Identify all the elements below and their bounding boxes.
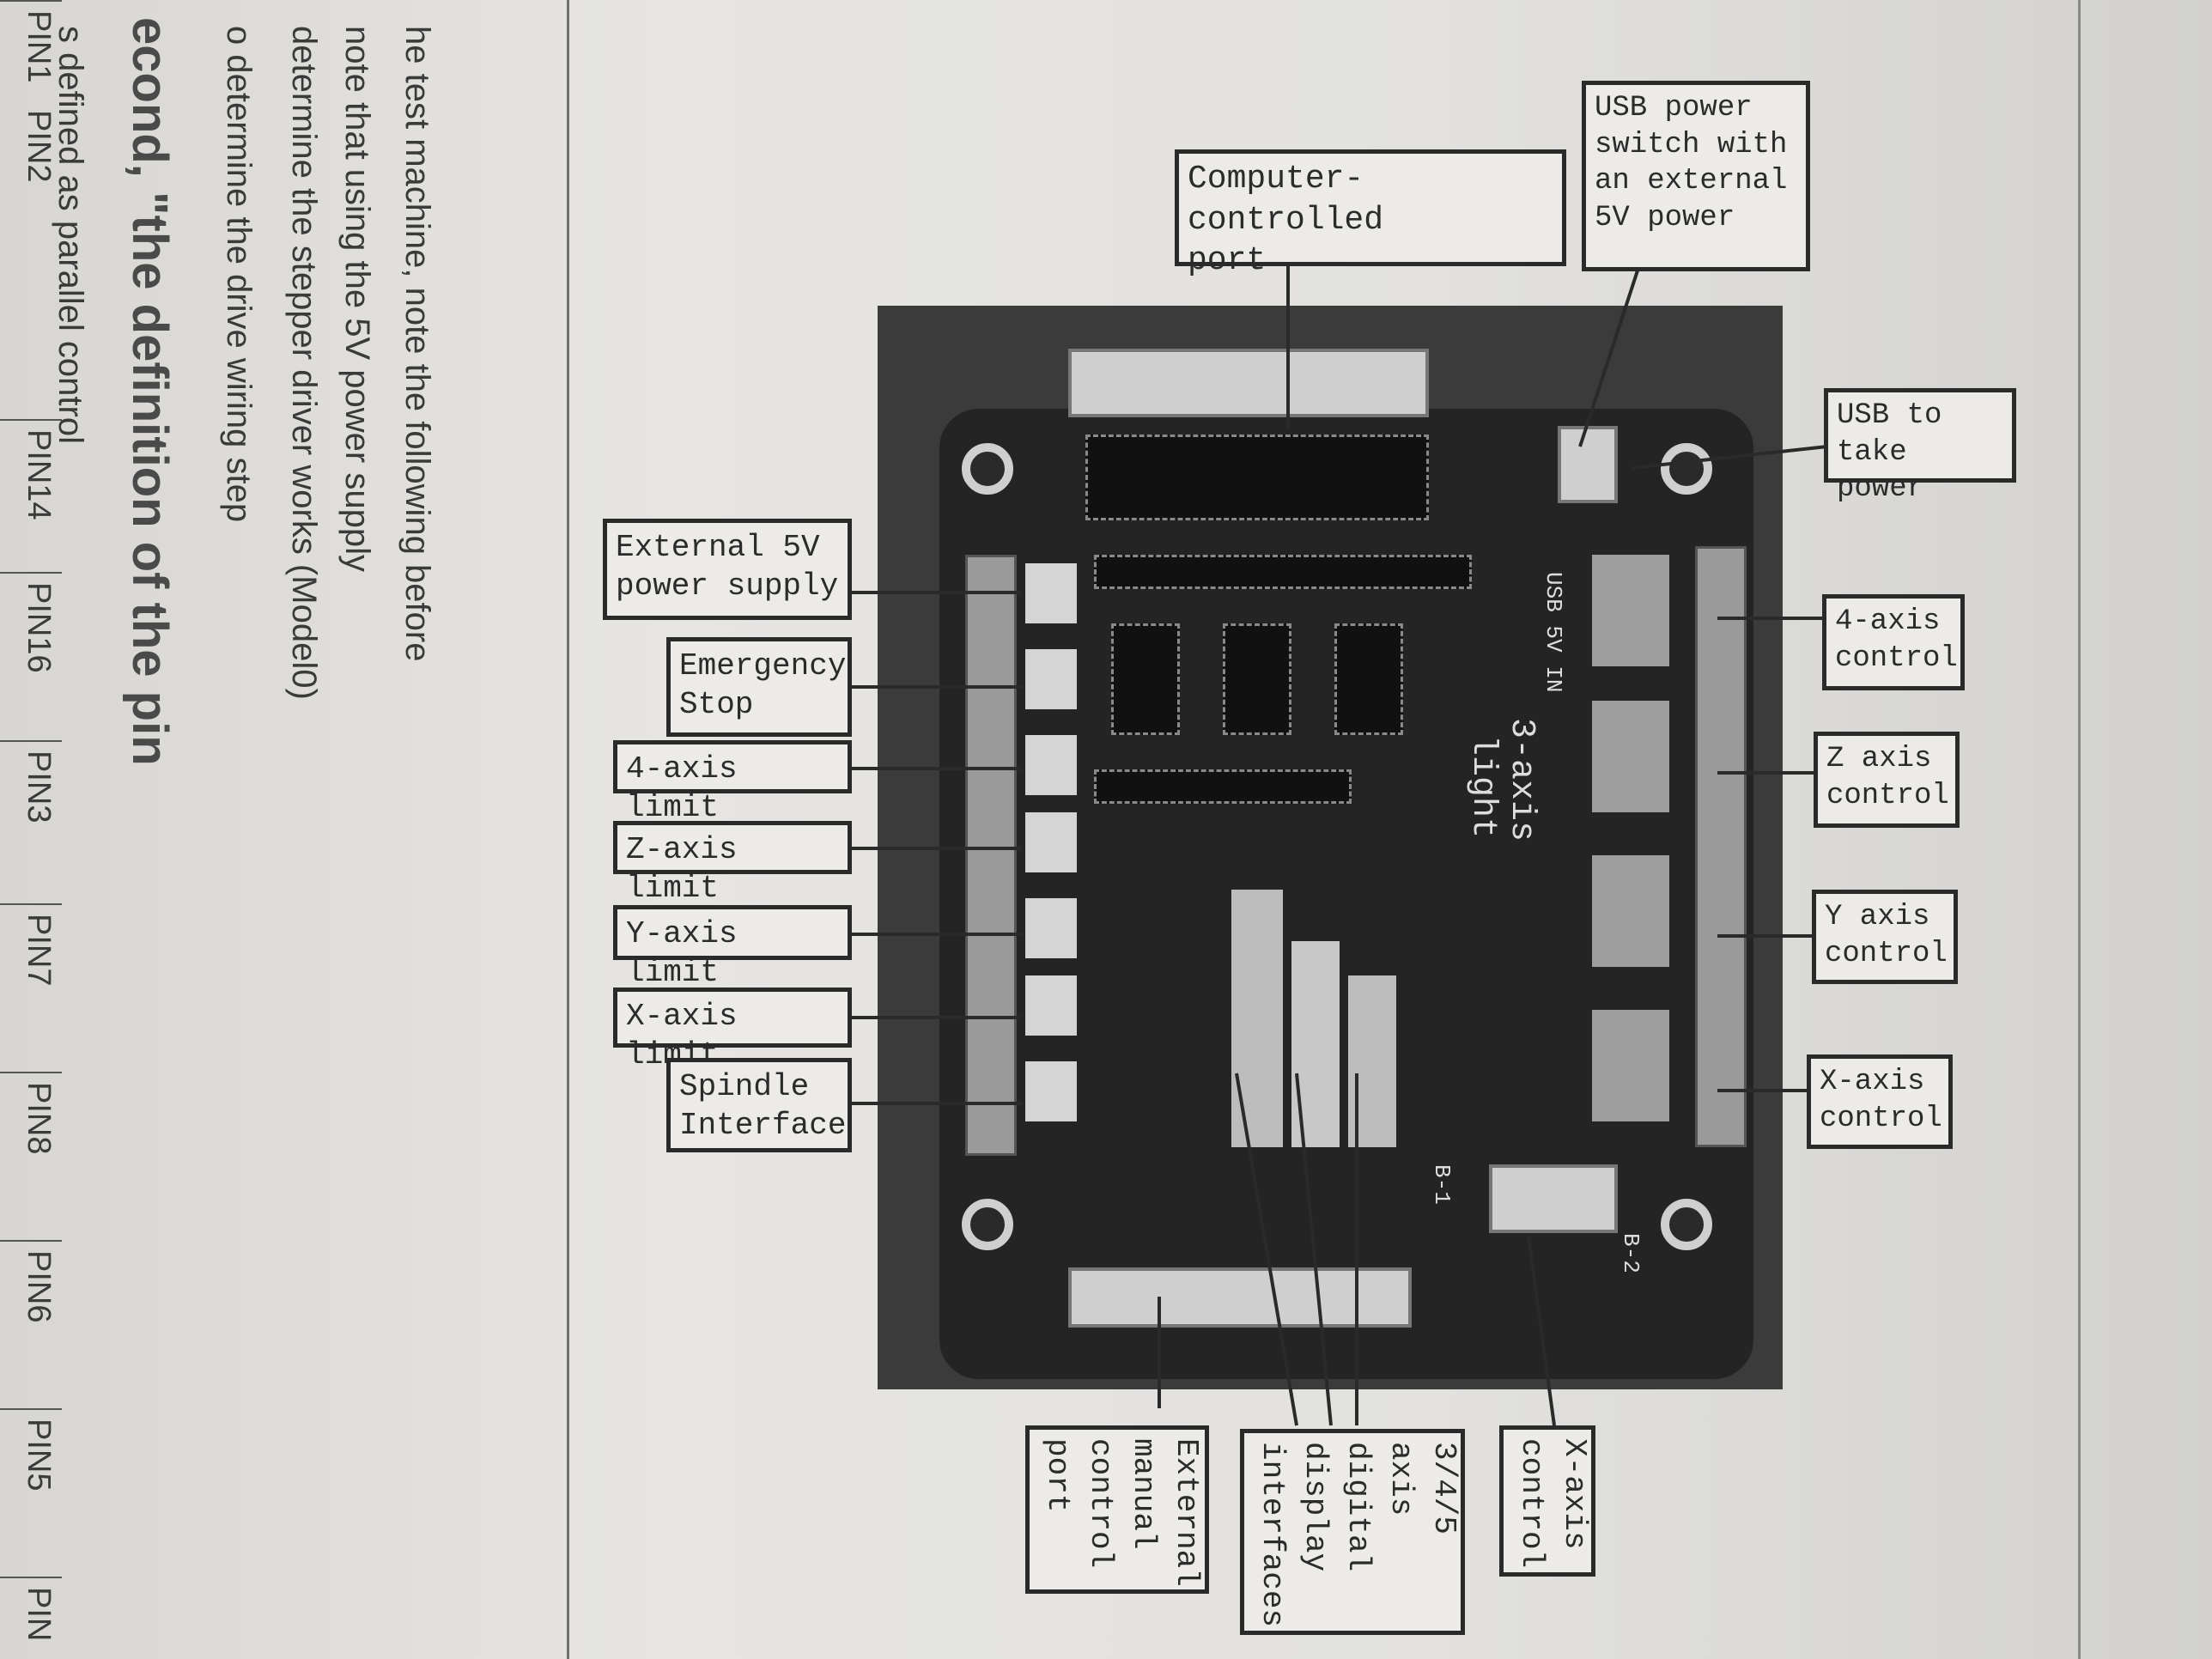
pin-cell: PIN6: [0, 1240, 62, 1408]
callout-line: control: [1825, 937, 1948, 970]
callout-line: 5V power: [1595, 201, 1735, 234]
driver-socket: [1592, 555, 1669, 666]
callout-y-axis-limit: Y-axis limit: [613, 905, 852, 990]
callout-line: port: [1040, 1438, 1075, 1513]
pin-cell: PIN5: [0, 1408, 62, 1577]
mount-hole: [1661, 443, 1712, 495]
terminal-strip-left: [965, 555, 1017, 1156]
callout-4-axis-control: 4-axis control: [1822, 594, 1965, 690]
pin-cell: PIN: [0, 1577, 62, 1659]
callout-line: take power: [1837, 435, 1925, 506]
ic-chip: [1111, 623, 1180, 735]
terminal-strip-right: [1695, 546, 1747, 1147]
callout-digital-display: 3/4/5 axis digital display interfaces: [1240, 1429, 1465, 1635]
terminal-cap: [1025, 1061, 1077, 1121]
callout-4-axis-limit: 4-axis limit: [613, 740, 852, 825]
terminal-cap: [1025, 812, 1077, 872]
callout-line: Computer-controlled: [1188, 161, 1384, 239]
connector-body: [1085, 434, 1429, 520]
pcb: USB 5V IN 3-ax: [939, 349, 1753, 1379]
terminal-cap: [1025, 563, 1077, 623]
callout-line: power supply: [616, 568, 839, 604]
callout-line: USB to: [1837, 399, 1942, 432]
driver-socket: [1592, 701, 1669, 812]
callout-line: Z axis: [1826, 743, 1932, 775]
mount-hole: [1661, 1199, 1712, 1250]
callout-line: display: [1297, 1442, 1333, 1572]
callout-line: switch with: [1595, 128, 1788, 161]
callout-computer-port: Computer-controlled port: [1175, 149, 1566, 279]
callout-x-axis-control-bottom: X-axis control: [1499, 1425, 1595, 1577]
callout-line: External: [1169, 1438, 1204, 1587]
db25-connector: [1068, 349, 1429, 417]
callout-line: Emergency: [679, 648, 847, 684]
callout-line: External 5V: [616, 530, 820, 565]
callout-line: control: [1835, 641, 1958, 675]
callout-line: digital: [1340, 1442, 1376, 1572]
callout-line: 3/4/5: [1426, 1442, 1462, 1535]
callout-z-axis-control: Z axis control: [1814, 732, 1960, 828]
callout-line: USB power: [1595, 92, 1753, 125]
b1-connector: [1489, 1164, 1618, 1233]
callout-line: manual: [1126, 1438, 1161, 1550]
callout-line: control: [1826, 779, 1949, 812]
callout-line: Y axis: [1825, 901, 1930, 933]
callout-line: Spindle: [679, 1069, 810, 1104]
callout-x-axis-limit: X-axis limit: [613, 988, 852, 1073]
callout-usb-switch: USB power switch with an external 5V pow…: [1582, 81, 1810, 271]
mount-hole: [962, 443, 1013, 495]
callout-line: control: [1514, 1438, 1549, 1569]
terminal-cap: [1025, 649, 1077, 709]
callout-line: 4-axis limit: [626, 751, 738, 825]
callout-line: an external: [1595, 165, 1788, 198]
callout-y-axis-control: Y axis control: [1812, 890, 1958, 984]
pin-cell: PIN3: [0, 740, 62, 903]
callout-external-5v: External 5V power supply: [603, 519, 852, 620]
pin-cell: PIN8: [0, 1072, 62, 1240]
callout-line: 4-axis: [1835, 605, 1941, 638]
component-block: [1231, 890, 1283, 1147]
page-divider: [567, 0, 569, 1659]
pin-header: [1094, 769, 1352, 804]
manual-port-connector: [1068, 1267, 1412, 1328]
callout-line: Y-axis limit: [626, 916, 738, 990]
callout-line: Stop: [679, 687, 754, 722]
callout-x-axis-control: X-axis control: [1807, 1054, 1953, 1149]
callout-usb-take-power: USB to take power: [1824, 388, 2016, 505]
mount-hole: [962, 1199, 1013, 1250]
callout-line: X-axis: [1557, 1438, 1592, 1550]
pin-table: PIN1 PIN2 PIN14 PIN16 PIN3 PIN7 PIN8 PIN…: [0, 0, 62, 1659]
pin-cell: PIN14: [0, 419, 62, 572]
page-divider: [2078, 0, 2081, 1659]
pin-cell: PIN1: [0, 0, 62, 101]
terminal-cap: [1025, 898, 1077, 958]
driver-socket: [1592, 1010, 1669, 1121]
callout-emergency-stop: Emergency Stop: [666, 637, 852, 737]
callout-line: port: [1188, 242, 1267, 279]
driver-socket: [1592, 855, 1669, 967]
callout-line: axis: [1383, 1442, 1419, 1516]
callout-external-manual-port: External manual control port: [1025, 1425, 1209, 1594]
callout-line: control: [1083, 1438, 1118, 1569]
callout-spindle-interface: Spindle Interface: [666, 1058, 852, 1152]
board-photo: USB 5V IN 3-ax: [878, 306, 1783, 1389]
pin-header: [1094, 555, 1472, 589]
ic-chip: [1334, 623, 1403, 735]
callout-line: control: [1820, 1102, 1942, 1135]
terminal-cap: [1025, 735, 1077, 795]
callout-line: Interface: [679, 1108, 847, 1143]
callout-line: Z-axis limit: [626, 832, 738, 906]
terminal-cap: [1025, 975, 1077, 1036]
pin-cell: PIN16: [0, 572, 62, 740]
ic-chip: [1223, 623, 1291, 735]
callout-z-axis-limit: Z-axis limit: [613, 821, 852, 906]
callout-line: X-axis: [1820, 1066, 1925, 1098]
pin-cell: PIN7: [0, 903, 62, 1072]
callout-line: interfaces: [1255, 1442, 1290, 1628]
